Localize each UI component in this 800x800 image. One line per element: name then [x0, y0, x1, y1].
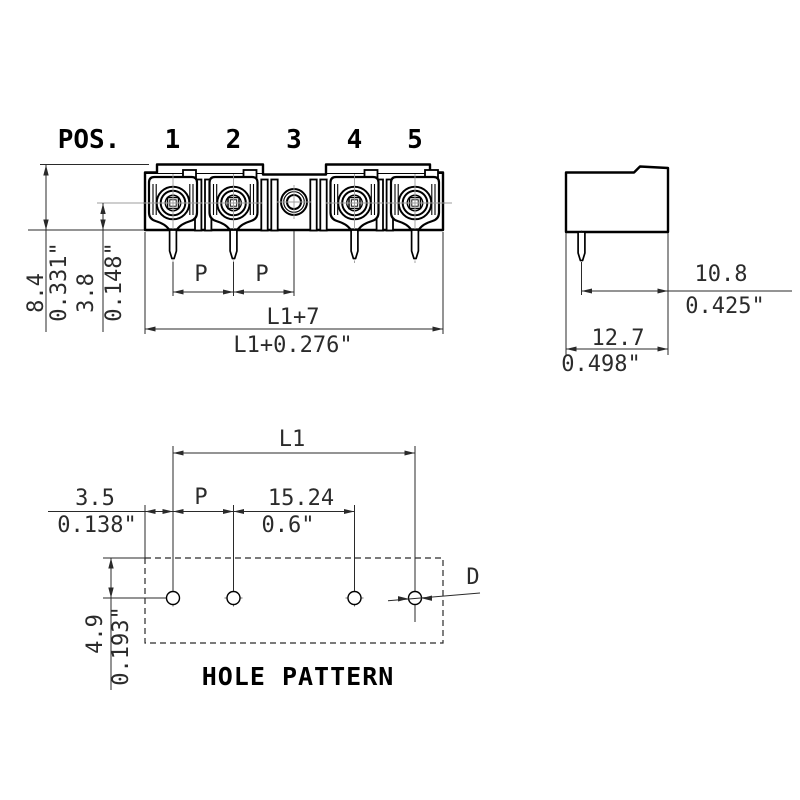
side-extension-lines: [565, 233, 792, 355]
position-number-2: 2: [226, 125, 242, 155]
dim-row-offset-in: 0.193": [109, 606, 134, 685]
hole-2: [226, 590, 241, 606]
dim-pitch-1: P: [194, 262, 207, 287]
side-dimension-lines: [566, 288, 668, 352]
front-dimension-lines: [43, 165, 443, 332]
dim-row-offset-mm: 4.9: [83, 614, 108, 654]
position-number-4: 4: [347, 125, 363, 155]
hole-4: [347, 590, 362, 606]
hole-pattern-view: L1 3.5 0.138" P 15.24 0.6" 4.9 0.193" D …: [48, 427, 481, 691]
dim-hole-diameter: D: [466, 565, 479, 590]
dim-depth-in: 0.498": [561, 352, 640, 377]
hole-extension-lines: [48, 446, 416, 690]
hole-diameter-leader: [387, 592, 481, 602]
front-view: POS. 1 2 3 4 5: [24, 125, 452, 358]
dim-pin-offset-mm: 3.8: [74, 273, 99, 313]
position-number-5: 5: [407, 125, 423, 155]
dim-height-mm: 8.4: [24, 273, 49, 313]
dim-span-l1: L1: [279, 427, 306, 452]
dim-hole-pitch: P: [194, 485, 207, 510]
solder-pin-1: [168, 227, 178, 264]
board-outline-dashed: [144, 557, 444, 644]
dim-pin-to-back-mm: 10.8: [695, 262, 748, 287]
position-3-bushing: [277, 185, 311, 219]
hole-pattern-caption: HOLE PATTERN: [202, 662, 395, 691]
dim-length-mm: L1+7: [267, 305, 320, 330]
position-number-1: 1: [165, 125, 181, 155]
side-solder-pin: [577, 229, 586, 266]
dim-pitch-2: P: [255, 262, 268, 287]
pos-label: POS.: [58, 125, 121, 155]
side-view: 10.8 0.425" 12.7 0.498": [561, 165, 792, 377]
dim-length-in: L1+0.276": [233, 333, 352, 358]
position-number-3: 3: [286, 125, 302, 155]
dim-double-pitch-mm: 15.24: [268, 486, 334, 511]
solder-pin-2: [229, 227, 238, 264]
dim-edge-offset-mm: 3.5: [75, 486, 115, 511]
dim-depth-mm: 12.7: [592, 326, 645, 351]
solder-pin-4: [350, 227, 359, 264]
dim-edge-offset-in: 0.138": [57, 513, 136, 538]
side-body-outline: [564, 165, 670, 234]
hole-dimension-lines: [108, 450, 415, 598]
dim-pin-offset-in: 0.148": [102, 242, 127, 321]
solder-pin-5: [410, 227, 420, 264]
dim-height-in: 0.331": [47, 242, 72, 321]
drill-holes: [165, 590, 423, 607]
hole-1: [165, 590, 181, 606]
dim-double-pitch-in: 0.6": [262, 513, 315, 538]
dim-pin-to-back-in: 0.425": [685, 294, 764, 319]
